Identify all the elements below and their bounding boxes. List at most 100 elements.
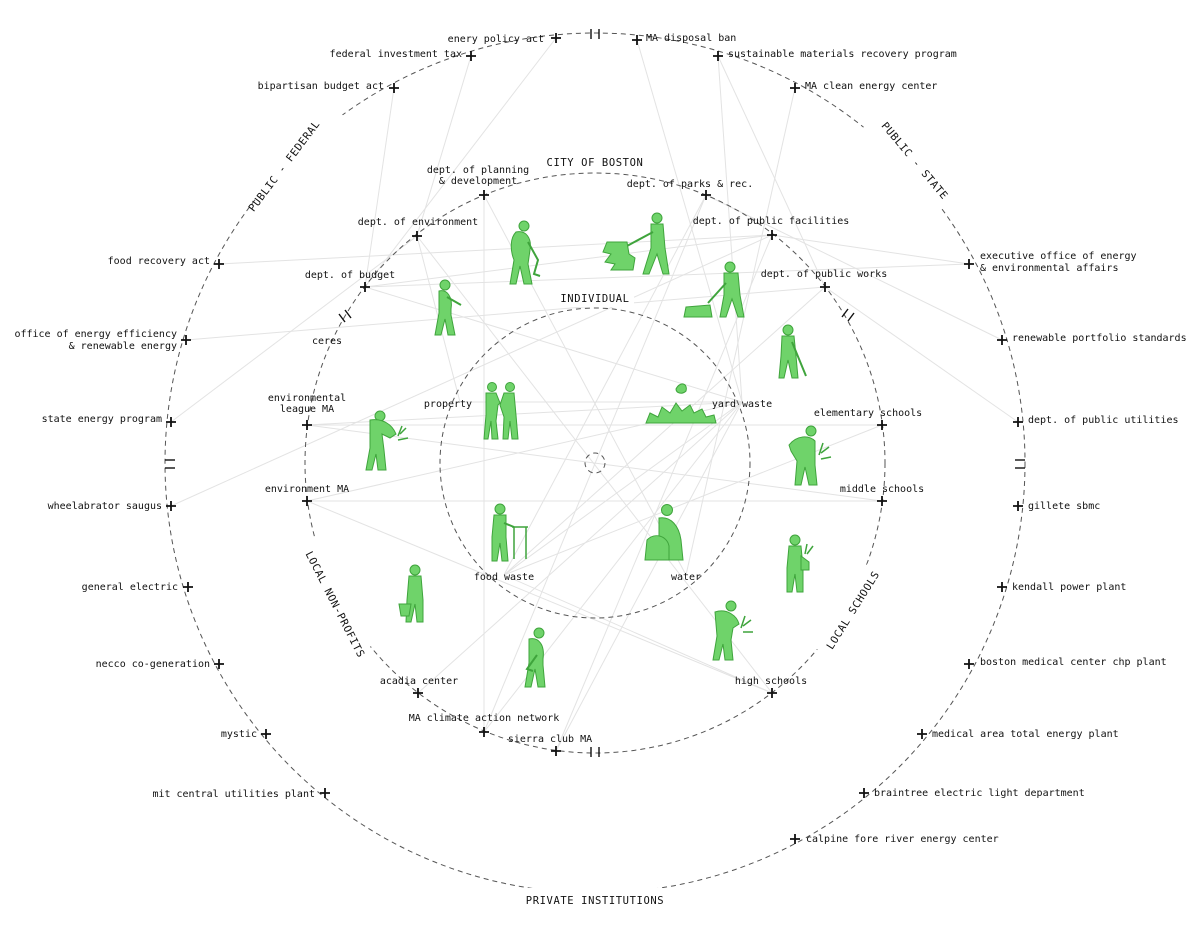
node-marker-icon [551, 33, 561, 43]
outer-node: gillete sbmc [1013, 501, 1100, 512]
connector-line [555, 401, 743, 752]
section-individual: INDIVIDUAL [560, 293, 629, 305]
connector-line [636, 39, 743, 403]
node-marker-icon [964, 259, 974, 269]
outer-node: medical area total energy plant [917, 729, 1119, 740]
connector-line [685, 87, 796, 576]
node-marker-icon [479, 727, 489, 737]
outer-node: dept. of public utilities [1013, 415, 1179, 427]
node-label: necco co-generation [96, 659, 210, 670]
label-backgrounds [225, 81, 969, 910]
outer-node: executive office of energy& environmenta… [964, 251, 1137, 274]
connector-line [503, 194, 707, 576]
middle-node: dept. of planning& development [427, 165, 529, 200]
node-label: dept. of public utilities [1028, 415, 1179, 426]
connector-line [364, 87, 395, 288]
connector-line [503, 286, 826, 576]
node-marker-icon [181, 335, 191, 345]
node-marker-icon [790, 834, 800, 844]
person-at-bin-icon [491, 503, 528, 562]
node-label: dept. of public works [761, 269, 887, 280]
node-label: sustainable materials recovery program [728, 49, 957, 60]
middle-nodes: dept. of planning& development dept. of … [265, 165, 924, 756]
node-label: high schools [735, 676, 807, 687]
connector-line [364, 263, 970, 288]
node-label: wheelabrator saugus [48, 501, 162, 512]
person-watering-icon [524, 627, 546, 688]
person-dragging-tree-icon [602, 212, 670, 275]
node-marker-icon [551, 746, 561, 756]
node-marker-icon [214, 259, 224, 269]
node-marker-icon [479, 190, 489, 200]
person-planting-icon [712, 600, 753, 661]
node-marker-icon [412, 231, 422, 241]
section-city-of-boston: CITY OF BOSTON [547, 157, 644, 169]
outer-node: food recovery act [108, 256, 224, 269]
person-planting-icon [365, 410, 409, 471]
node-marker-icon [997, 335, 1007, 345]
node-marker-icon [302, 496, 312, 506]
connector-line [824, 286, 1019, 423]
node-label: dept. of budget [305, 270, 395, 281]
inner-labels: property yard waste food waste water [424, 399, 772, 583]
connector-line [364, 234, 773, 288]
node-label: elementary schools [814, 408, 922, 419]
inner-label-property: property [424, 399, 472, 410]
middle-node: acadia center [380, 676, 458, 698]
connector-line [364, 37, 557, 288]
connector-line [170, 234, 773, 507]
node-marker-icon [302, 420, 312, 430]
connector-line [555, 234, 773, 752]
node-label: state energy program [42, 414, 162, 425]
outer-node: office of energy efficiency& renewable e… [14, 329, 191, 352]
node-marker-icon [320, 788, 330, 798]
node-marker-icon [1013, 417, 1023, 427]
connector-line [417, 401, 743, 694]
connector-line [416, 55, 472, 237]
outer-nodes: enery policy act federal investment tax … [14, 33, 1187, 845]
connector-line [306, 500, 773, 694]
outer-node: federal investment tax [330, 49, 476, 61]
inner-label-yard-waste: yard waste [712, 399, 772, 410]
person-mowing-icon [683, 261, 745, 318]
node-label: braintree electric light department [874, 788, 1085, 799]
node-label: federal investment tax [330, 49, 462, 60]
node-marker-icon [261, 729, 271, 739]
node-label: bipartisan budget act [258, 81, 384, 92]
node-label: dept. of planning [427, 165, 529, 176]
node-marker-icon [917, 729, 927, 739]
outer-node: enery policy act [448, 33, 561, 45]
node-label: middle schools [840, 484, 924, 495]
section-labels: PUBLIC - FEDERAL PUBLIC - STATE PRIVATE … [246, 118, 950, 907]
node-marker-icon [413, 688, 423, 698]
node-marker-icon [360, 282, 370, 292]
node-marker-icon [997, 582, 1007, 592]
inner-label-food-waste: food waste [474, 572, 534, 583]
outer-node: wheelabrator saugus [48, 501, 176, 512]
section-local-schools: LOCAL SCHOOLS [825, 569, 883, 652]
node-marker-icon [166, 417, 176, 427]
node-label: food recovery act [108, 256, 210, 267]
outer-node: kendall power plant [997, 582, 1126, 593]
node-label: general electric [82, 582, 178, 593]
person-carrying-basket-icon [398, 564, 424, 623]
node-marker-icon [701, 190, 711, 200]
person-carrying-plant-icon [786, 534, 814, 593]
person-planting-icon [788, 425, 832, 486]
node-label: environment MA [265, 484, 349, 495]
node-label: MA disposal ban [646, 33, 736, 44]
section-private-institutions: PRIVATE INSTITUTIONS [526, 895, 664, 907]
person-raking-icon [778, 324, 807, 379]
node-label: mit central utilities plant [152, 789, 315, 800]
connector-line [503, 574, 773, 694]
middle-node: high schools [735, 676, 807, 698]
node-marker-icon [877, 420, 887, 430]
node-label: renewable portfolio standards [1012, 333, 1187, 344]
outer-node: necco co-generation [96, 659, 224, 670]
middle-ring [304, 172, 886, 754]
node-marker-icon [859, 788, 869, 798]
inner-ring [439, 307, 751, 619]
node-marker-icon [713, 51, 723, 61]
node-marker-icon [466, 51, 476, 61]
